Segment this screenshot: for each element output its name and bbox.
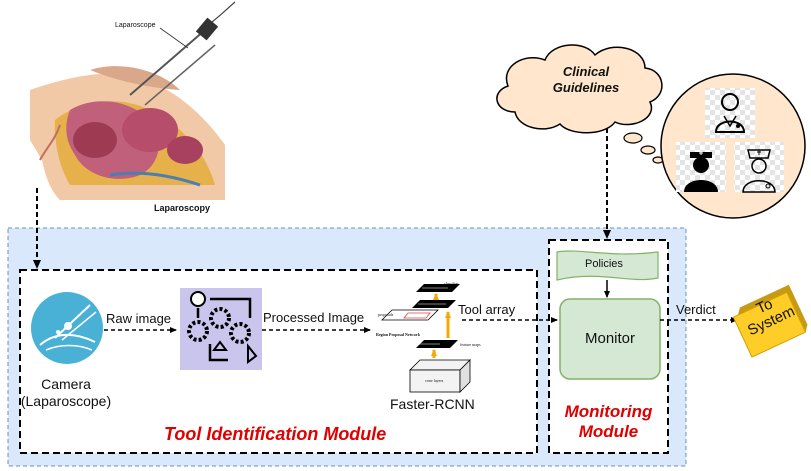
rcnn-feature-maps-label: feature maps bbox=[460, 342, 481, 347]
policies-shape bbox=[556, 250, 659, 281]
tool-array-label: Tool array bbox=[458, 302, 516, 317]
rcnn-proposals-label: proposals bbox=[378, 312, 394, 317]
laparoscope-label: Laparoscope bbox=[115, 22, 156, 29]
to-system-box bbox=[732, 284, 808, 358]
female-nurse-icon bbox=[742, 149, 776, 193]
clinical-guidelines-cloud bbox=[496, 44, 664, 164]
laparoscopy-caption: Laparoscopy bbox=[154, 203, 211, 213]
raw-image-label: Raw image bbox=[106, 311, 172, 326]
monitoring-module-title: Monitoring Module bbox=[564, 402, 653, 441]
processed-image-label: Processed Image bbox=[263, 310, 365, 325]
image-processing-gears-icon bbox=[180, 288, 262, 370]
rcnn-conv-layers-label: conv layers bbox=[425, 378, 444, 383]
laparoscopy-illustration bbox=[30, 1, 236, 200]
doctor-icon bbox=[714, 93, 746, 133]
policies-label: Policies bbox=[585, 258, 623, 270]
faster-rcnn-label: Faster-RCNN bbox=[390, 396, 475, 412]
rcnn-rpn-label: Region Proposal Network bbox=[376, 332, 420, 337]
faster-rcnn-diagram bbox=[381, 284, 471, 393]
camera-label: Camera (Laparoscope) bbox=[20, 376, 112, 409]
tool-identification-module-title: Tool Identification Module bbox=[164, 424, 387, 444]
male-nurse-icon bbox=[684, 151, 718, 192]
camera-laparoscope-icon bbox=[31, 292, 103, 364]
clinical-guidelines-label: Clinical Guidelines bbox=[552, 64, 620, 95]
rcnn-classifier-label: classifier bbox=[444, 281, 459, 286]
monitor-box bbox=[559, 298, 661, 380]
verdict-label: Verdict bbox=[676, 302, 716, 317]
monitor-label: Monitor bbox=[584, 330, 636, 347]
